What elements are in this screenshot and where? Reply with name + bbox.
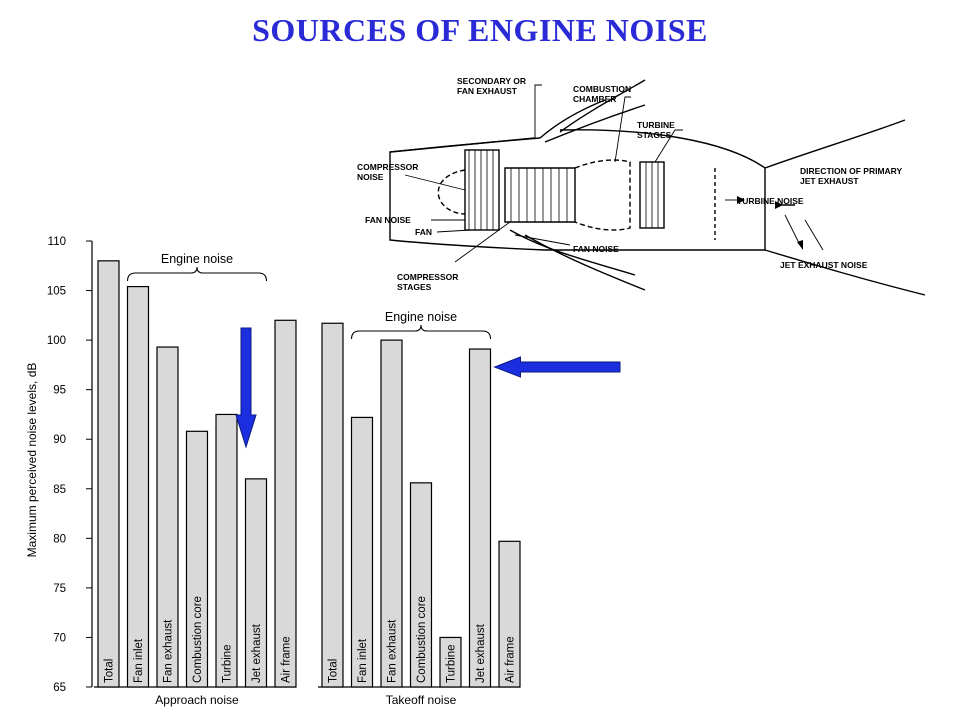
diagram-label-fan-noise: FAN NOISE: [365, 215, 411, 225]
y-tick-label: 105: [47, 286, 66, 298]
bar-category-label: Total: [328, 659, 340, 683]
bar-air-frame: [498, 540, 521, 688]
diagram-label-secondary-exhaust: SECONDARY OR FAN EXHAUST: [457, 76, 528, 96]
y-tick-label: 65: [53, 682, 66, 694]
y-tick-label: 70: [53, 632, 66, 644]
y-tick-label: 75: [53, 583, 66, 595]
bar-fan-inlet: [350, 416, 374, 688]
bars: Total Fan inlet Fan exhaust Combustion core…: [94, 260, 521, 707]
bar-air-frame: [274, 319, 297, 688]
bar-jet-exhaust: [468, 348, 492, 688]
bar-combustion-core: [185, 430, 209, 688]
y-axis: 65 70 75 80 85 90 95 100 105 110: [47, 236, 93, 694]
core-cowl: [559, 129, 766, 250]
bar-category-label: Jet exhaust: [475, 623, 487, 683]
diagram-label-direction-primary: DIRECTION OF PRIMARY JET EXHAUST: [800, 166, 904, 186]
bar-combustion-core: [409, 482, 433, 688]
engine-noise-brace: [350, 324, 492, 340]
diagram-label-combustion-chamber: COMBUSTION CHAMBER: [573, 84, 633, 104]
bar-category-label: Jet exhaust: [251, 623, 263, 683]
y-tick-label: 85: [53, 484, 66, 496]
bar-category-label: Fan inlet: [133, 638, 145, 683]
y-tick-label: 80: [53, 533, 66, 545]
bar-category-label: Total: [104, 659, 116, 683]
diagram-label-compressor-noise: COMPRESSOR NOISE: [357, 162, 421, 182]
engine-cross-section-diagram: SECONDARY OR FAN EXHAUST COMBUSTION CHAM…: [357, 76, 926, 296]
bar-fan-exhaust: [156, 346, 179, 688]
bar-fan-inlet: [126, 285, 150, 688]
y-tick-label: 90: [53, 434, 66, 446]
bar-category-label: Turbine: [222, 644, 234, 683]
diagram-label-turbine-stages: TURBINE STAGES: [637, 120, 677, 140]
bar-total: [321, 322, 344, 688]
diagram-label-fan-noise-bottom: FAN NOISE: [573, 244, 619, 254]
compressor-stages-block: [504, 167, 576, 223]
bar-category-label: Fan exhaust: [387, 619, 399, 683]
bar-total: [97, 260, 120, 688]
bar-category-label: Combustion core: [416, 596, 428, 683]
bar-turbine: [439, 636, 462, 688]
diagram-label-jet-exhaust-noise: JET EXHAUST NOISE: [780, 260, 868, 270]
diagram-label-turbine-noise: TURBINE NOISE: [737, 196, 804, 206]
noise-bar-chart: Maximum perceived noise levels, dB 65 70 7…: [25, 236, 621, 707]
bar-category-label: Fan exhaust: [163, 619, 175, 683]
group-label: Takeoff noise: [386, 693, 457, 707]
left-arrow-icon: [493, 356, 621, 378]
engine-noise-brace: [126, 266, 268, 282]
bar-category-label: Air frame: [505, 636, 517, 683]
bar-turbine: [215, 413, 238, 688]
group-label: Approach noise: [155, 693, 239, 707]
engine-noise-label: Engine noise: [385, 310, 457, 324]
bar-category-label: Air frame: [281, 636, 293, 683]
down-arrow-icon: [235, 327, 257, 449]
bar-category-label: Turbine: [446, 644, 458, 683]
diagram-label-fan: FAN: [415, 227, 432, 237]
bar-fan-exhaust: [380, 339, 403, 688]
slide-title: SOURCES OF ENGINE NOISE: [252, 12, 708, 48]
engine-noise-label: Engine noise: [161, 252, 233, 266]
combustion-chamber: [574, 159, 631, 231]
y-tick-label: 100: [47, 335, 66, 347]
nacelle-upper: [389, 137, 541, 153]
y-axis-title: Maximum perceived noise levels, dB: [25, 363, 39, 558]
fan-stage: [464, 149, 500, 231]
diagram-label-compressor-stages: COMPRESSOR STAGES: [397, 272, 461, 292]
bar-jet-exhaust: [244, 478, 268, 688]
bar-category-label: Combustion core: [192, 596, 204, 683]
y-tick-label: 110: [48, 236, 66, 248]
y-tick-label: 95: [53, 385, 66, 397]
bar-category-label: Fan inlet: [357, 638, 369, 683]
